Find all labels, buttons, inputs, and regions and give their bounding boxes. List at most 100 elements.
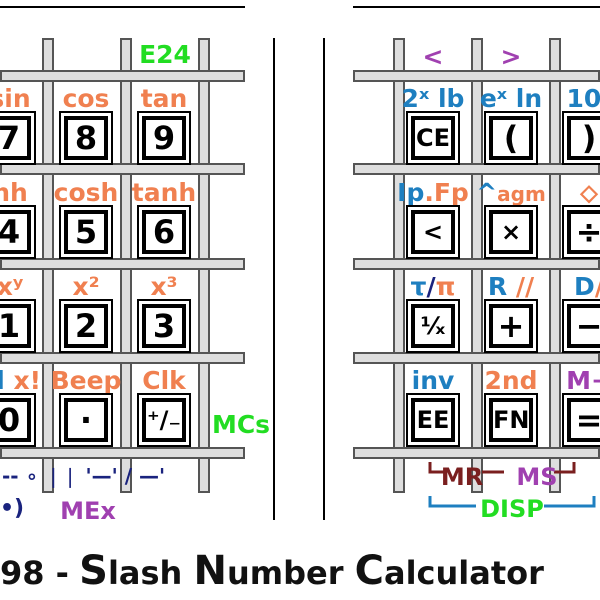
key-open-paren-label: (	[503, 119, 519, 157]
key-6-label: 6	[152, 213, 176, 251]
agm-fragment: agm	[497, 182, 546, 206]
key-3[interactable]: 3	[137, 299, 191, 353]
key-4[interactable]: 4	[0, 205, 36, 259]
key-backspace-label: <	[422, 218, 444, 246]
nav-left-arrow-icon[interactable]: <	[422, 42, 444, 71]
key-ce-label: CE	[415, 124, 450, 152]
left-bottom-dot: •)	[0, 496, 25, 521]
key-equals[interactable]: =	[562, 393, 600, 447]
top-rule-right	[353, 6, 600, 8]
cos-label: cos	[62, 84, 110, 113]
key-backspace[interactable]: <	[406, 205, 460, 259]
right-panel-left-edge	[323, 38, 325, 520]
slash-fragment: /	[426, 272, 436, 301]
nav-right-arrow-icon[interactable]: >	[500, 42, 522, 71]
memory-bracket-lines	[428, 462, 596, 508]
key-9[interactable]: 9	[137, 111, 191, 165]
key-7[interactable]: 7	[0, 111, 36, 165]
key-ee-label: EE	[416, 406, 450, 434]
pow-agm-label: ^agm	[476, 178, 546, 209]
key-2[interactable]: 2	[59, 299, 113, 353]
x-cubed-label: x³	[150, 272, 178, 301]
key-divide-label: ÷	[575, 213, 600, 251]
parallel-fragment: //	[515, 272, 535, 301]
d-slash-label: D/	[574, 272, 600, 302]
key-fn[interactable]: FN	[484, 393, 538, 447]
key-ce[interactable]: CE	[406, 111, 460, 165]
tan-label: tan	[140, 84, 188, 113]
title-n-cap: N	[193, 548, 227, 594]
key-5-label: 5	[74, 213, 98, 251]
mex-label: MEx	[60, 497, 116, 525]
key-ee[interactable]: EE	[406, 393, 460, 447]
m-plus-label: M+	[566, 366, 600, 395]
key-divide[interactable]: ÷	[562, 205, 600, 259]
key-plus[interactable]: +	[484, 299, 538, 353]
tau-pi-label: τ/π	[411, 272, 456, 302]
sin-label: sin	[0, 84, 31, 113]
key-close-paren-label: )	[581, 119, 597, 157]
beep-label: Beep	[50, 366, 122, 395]
key-close-paren[interactable]: )	[562, 111, 600, 165]
pi-fragment: π	[435, 272, 456, 301]
xy-label: xʸ	[0, 272, 24, 301]
key-3-label: 3	[152, 307, 176, 345]
key-7-label: 7	[0, 119, 21, 157]
title-n-rest: umber	[226, 554, 355, 592]
left-grid-hbar	[0, 258, 245, 270]
key-4-label: 4	[0, 213, 21, 251]
left-grid-hbar	[0, 447, 245, 459]
left-bottom-annotation: -- ∘ ❘❘ '—' / —'	[2, 464, 166, 488]
key-2-label: 2	[74, 307, 98, 345]
key-decimal-point[interactable]: ·	[59, 393, 113, 447]
right-grid-hbar	[353, 352, 600, 364]
mr-label: MR	[440, 463, 484, 491]
clk-label: Clk	[142, 366, 186, 395]
key-equals-label: =	[575, 401, 600, 439]
d-fragment: D	[574, 272, 595, 301]
up-down-arrow-icon: ⬦	[580, 178, 598, 207]
key-reciprocal[interactable]: ⅟ₓ	[406, 299, 460, 353]
key-plus-minus[interactable]: ⁺/₋	[137, 393, 191, 447]
key-0[interactable]: 0	[0, 393, 36, 447]
left-grid-hbar	[0, 352, 245, 364]
key-minus[interactable]: −	[562, 299, 600, 353]
key-5[interactable]: 5	[59, 205, 113, 259]
title-c-rest: alculator	[383, 554, 544, 592]
key-decimal-point-label: ·	[79, 401, 93, 439]
d-slash-fragment: /	[595, 272, 600, 301]
e24-label: E24	[139, 40, 191, 69]
top-rule-left	[0, 6, 245, 8]
pow-fragment: ^	[476, 178, 498, 207]
title-s-rest: lash	[107, 554, 194, 592]
key-open-paren[interactable]: (	[484, 111, 538, 165]
key-reciprocal-label: ⅟ₓ	[420, 312, 446, 340]
tanh-label: tanh	[131, 178, 197, 207]
tau-fragment: τ	[410, 272, 427, 301]
r-fragment: R	[487, 272, 516, 301]
cosh-label: cosh	[53, 178, 119, 207]
key-1[interactable]: 1	[0, 299, 36, 353]
key-6[interactable]: 6	[137, 205, 191, 259]
key-multiply[interactable]: ×	[484, 205, 538, 259]
key-9-label: 9	[152, 119, 176, 157]
left-grid-hbar	[0, 70, 245, 82]
right-grid-hbar	[353, 258, 600, 270]
title-s-cap: S	[79, 548, 108, 594]
left-grid-hbar	[0, 163, 245, 175]
title-number: 98 -	[0, 554, 69, 592]
right-grid-hbar	[353, 163, 600, 175]
rnd-fragment: d	[0, 366, 5, 395]
inv-label: inv	[411, 366, 455, 395]
second-function-label: 2nd	[484, 366, 538, 395]
factorial-fragment: x!	[4, 366, 42, 395]
key-plus-minus-label: ⁺/₋	[146, 406, 182, 434]
ip-fragment: Ip	[397, 178, 425, 207]
rnd-factorial-label: d x!	[0, 366, 41, 396]
fp-fragment: .Fp	[424, 178, 469, 207]
page-title: 98 - Slash Number Calculator	[0, 548, 600, 596]
key-8[interactable]: 8	[59, 111, 113, 165]
key-8-label: 8	[74, 119, 98, 157]
exp-ln-label: eˣ ln	[479, 84, 543, 113]
ms-label: MS	[516, 463, 558, 491]
